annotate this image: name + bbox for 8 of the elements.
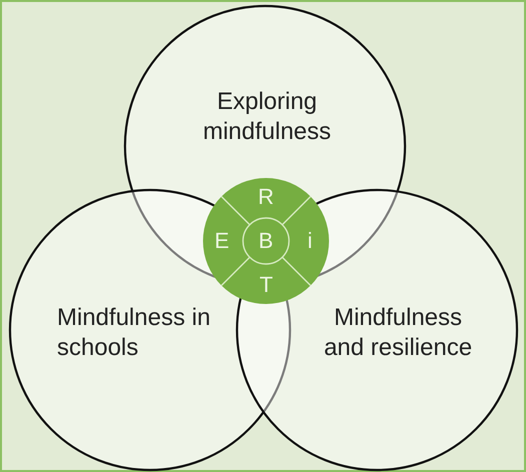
circle-label: Mindfulness in schools [57,303,212,363]
circle-label: Exploring mindfulness [202,87,332,147]
disc-letter: E [214,229,230,253]
disc-letter: R [258,185,274,209]
disc-letter: B [258,229,274,253]
disc-letter: i [308,229,312,253]
circle-label: Mindfulness and resilience [322,303,474,363]
disc-letter: T [260,273,273,297]
